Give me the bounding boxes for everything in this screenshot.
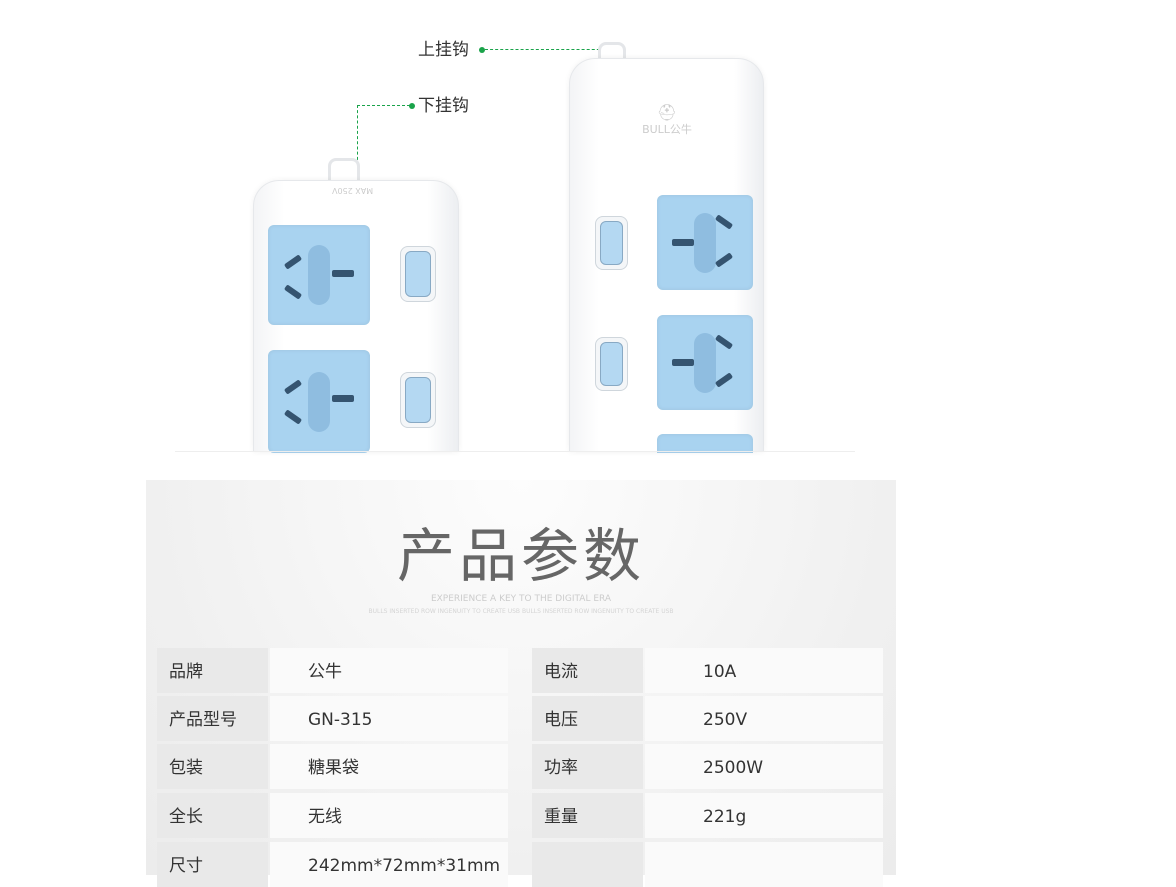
- callout-line: [485, 49, 610, 50]
- socket: [657, 195, 753, 290]
- power-switch[interactable]: [400, 246, 436, 302]
- power-switch[interactable]: [400, 372, 436, 428]
- socket: [657, 315, 753, 410]
- power-strip-right: ⛑ BULL公牛: [569, 58, 764, 453]
- upper-hook: [598, 42, 626, 62]
- lower-hook-label: 下挂钩: [418, 96, 469, 116]
- upper-hook-label: 上挂钩: [418, 40, 469, 60]
- lower-hook: [328, 158, 360, 182]
- divider: [175, 451, 855, 452]
- power-switch[interactable]: [595, 337, 628, 391]
- section-subtitle: EXPERIENCE A KEY TO THE DIGITAL ERA: [430, 594, 612, 604]
- callout-line: [357, 105, 410, 106]
- product-parameters-panel: 产品参数 EXPERIENCE A KEY TO THE DIGITAL ERA…: [146, 480, 896, 887]
- section-title: 产品参数: [396, 522, 645, 590]
- callout-dot: [479, 47, 485, 53]
- bull-logo-icon: ⛑: [656, 103, 678, 122]
- socket: [657, 434, 753, 453]
- bull-logo-text: BULL公牛: [642, 123, 692, 136]
- bull-logo: ⛑ BULL公牛: [622, 103, 712, 136]
- power-strip-left: MAX 250V: [253, 180, 459, 453]
- power-switch[interactable]: [595, 216, 628, 270]
- max-mark: MAX 250V: [332, 186, 374, 195]
- callout-dot: [409, 103, 415, 109]
- socket: [268, 350, 370, 453]
- callout-line: [357, 105, 358, 165]
- socket: [268, 225, 370, 325]
- section-tagline: BULLS INSERTED ROW INGENUITY TO CREATE U…: [368, 608, 674, 615]
